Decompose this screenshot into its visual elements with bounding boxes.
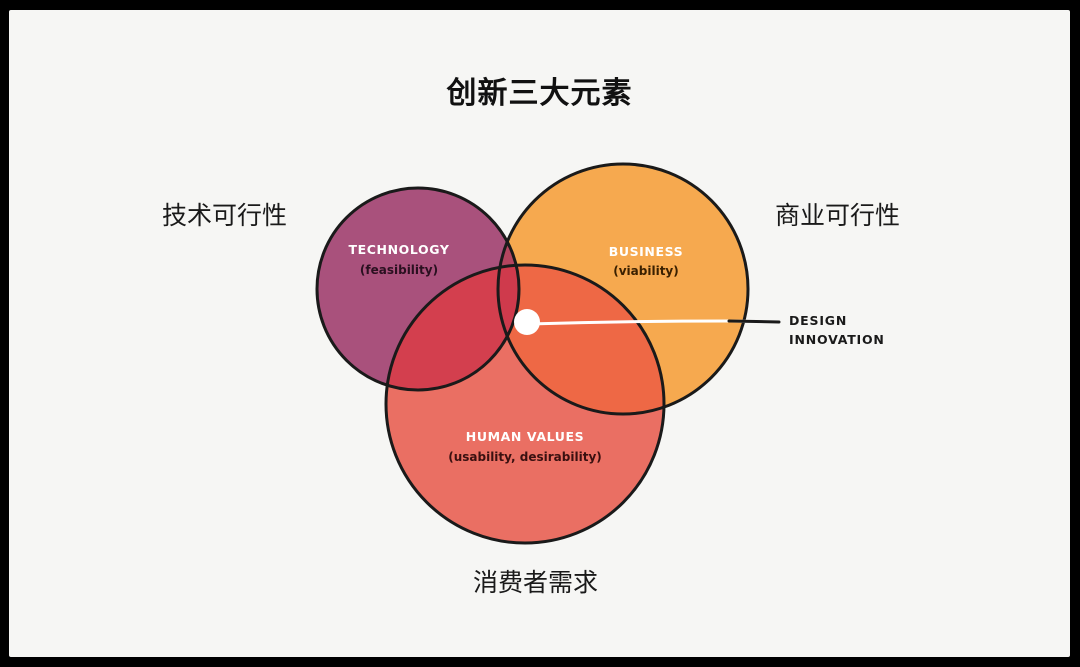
business-subtitle: (viability) <box>613 264 679 278</box>
human-outline <box>384 263 666 545</box>
diagram-title: 创新三大元素 <box>446 76 633 111</box>
technology-title: TECHNOLOGY <box>349 242 450 257</box>
human-subtitle: (usability, desirability) <box>448 450 602 464</box>
business-title: BUSINESS <box>609 244 684 259</box>
human-cn-label: 消费者需求 <box>473 568 599 597</box>
design-innovation-dot <box>514 309 540 335</box>
technology-subtitle: (feasibility) <box>360 263 438 277</box>
design-innovation-line1: DESIGN <box>789 313 847 328</box>
human-title: HUMAN VALUES <box>466 429 584 444</box>
business-outline <box>496 162 750 416</box>
technology-outline <box>315 186 521 392</box>
business-cn-label: 商业可行性 <box>775 201 901 230</box>
design-innovation-pointer <box>527 319 781 326</box>
technology-cn-label: 技术可行性 <box>162 201 288 230</box>
diagram-canvas: 创新三大元素 技术可行性 商业可行性 消费者需求 <box>9 10 1070 657</box>
tech-human-overlap <box>386 265 519 390</box>
design-innovation-line2: INNOVATION <box>789 332 885 347</box>
venn-diagram: TECHNOLOGY (feasibility) BUSINESS (viabi… <box>315 162 885 545</box>
design-innovation-pointer-tail <box>727 319 781 324</box>
